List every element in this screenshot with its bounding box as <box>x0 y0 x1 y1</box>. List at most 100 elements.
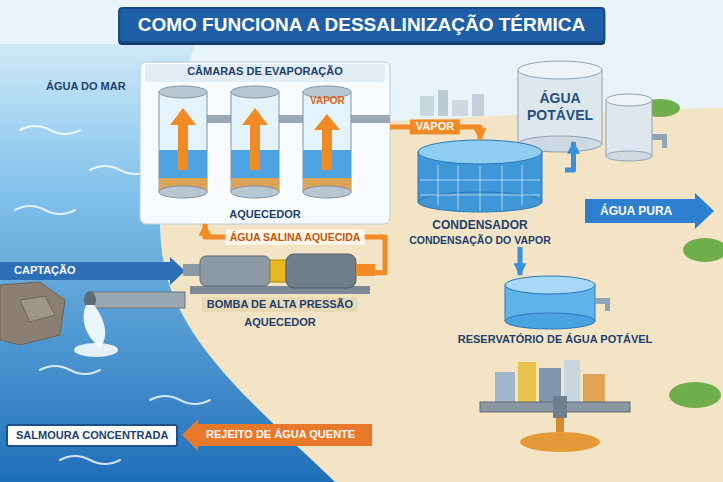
pump <box>200 256 270 286</box>
edge-label: VAPOR <box>410 119 460 134</box>
node-text: AQUECEDOR <box>244 316 316 329</box>
reject-arrow <box>198 424 372 446</box>
edge-label: ÁGUA SALINA AQUECIDA <box>226 230 365 245</box>
evaporation-chamber <box>303 92 351 192</box>
potable-tank <box>662 134 667 148</box>
pump <box>286 254 356 288</box>
potable-tank <box>606 94 652 106</box>
steam-arrow <box>242 108 268 170</box>
evaporation-chamber <box>159 92 207 192</box>
wave <box>15 206 75 214</box>
evaporation-panel <box>140 62 390 224</box>
evaporation-chamber <box>277 115 305 123</box>
intake-pipe <box>0 257 185 285</box>
reservoir <box>505 313 595 329</box>
node-heading: SALMOURA CONCENTRADA <box>16 429 168 442</box>
coast-city <box>438 90 448 116</box>
intake-pipe <box>0 262 170 280</box>
steam-arrow <box>170 108 196 170</box>
city <box>518 362 536 402</box>
pure-water-arrow <box>585 199 695 223</box>
city <box>583 374 605 402</box>
coast-city <box>472 94 484 116</box>
node-heading: RESERVATÓRIO DE ÁGUA POTÁVEL <box>458 333 653 346</box>
outfall-pipe <box>84 305 106 348</box>
node-text: CONDENSAÇÃO DO VAPOR <box>409 234 551 247</box>
bush <box>669 382 721 408</box>
coast-city <box>420 96 434 116</box>
intake-label: CAPTAÇÃO <box>14 264 76 277</box>
sea-label: ÁGUA DO MAR <box>46 80 126 93</box>
city <box>480 360 630 452</box>
water-pipe <box>518 247 523 275</box>
node-heading: ÁGUA POTÁVEL <box>515 90 605 124</box>
reservoir <box>505 276 610 329</box>
rocks <box>0 282 65 345</box>
wave <box>20 126 80 134</box>
rocks <box>20 296 55 322</box>
outfall-pipe <box>74 343 118 357</box>
outfall-pipe <box>90 292 185 308</box>
condenser <box>420 165 540 211</box>
evaporation-chamber <box>231 186 279 198</box>
condenser <box>418 140 542 164</box>
hot-brine-pipe <box>205 224 385 273</box>
evaporation-chamber <box>159 186 207 198</box>
pure-water-label: ÁGUA PURA <box>600 204 672 218</box>
pure-water-arrow <box>585 193 714 229</box>
evaporation-chamber <box>349 115 390 123</box>
city <box>495 372 515 402</box>
reservoir <box>505 276 595 294</box>
pump <box>183 254 375 294</box>
wave <box>40 366 100 374</box>
water-pipe <box>565 142 574 170</box>
wave <box>60 456 120 464</box>
node-heading: CONDENSADOR <box>432 218 527 232</box>
bush <box>683 238 723 262</box>
city <box>553 396 567 418</box>
pump-box: BOMBA DE ALTA PRESSÃO AQUECEDOR <box>185 245 375 329</box>
steam-arrow <box>314 114 340 170</box>
tank-box: ÁGUA POTÁVEL <box>515 72 605 142</box>
evaporation-chamber <box>159 86 390 198</box>
city <box>564 360 580 402</box>
reject-arrow <box>182 419 198 451</box>
potable-tank <box>518 61 602 79</box>
node-heading: CÂMARAS DE EVAPORAÇÃO <box>187 65 343 78</box>
condenser-box: CONDENSADOR CONDENSAÇÃO DO VAPOR <box>395 140 565 247</box>
brine-box: SALMOURA CONCENTRADA <box>6 424 178 447</box>
node-heading: BOMBA DE ALTA PRESSÃO <box>202 297 358 312</box>
steam-arrow <box>170 108 340 170</box>
evaporation-panel <box>145 64 385 82</box>
reject-arrow <box>182 419 372 451</box>
evaporation-chamber <box>231 86 279 98</box>
reservoir <box>605 298 610 311</box>
evaporation-chamber <box>159 86 207 98</box>
chamber-panel: CÂMARAS DE EVAPORAÇÃO AQUECEDOR <box>140 62 390 224</box>
pump <box>270 260 286 282</box>
wave <box>150 396 210 404</box>
potable-tank <box>606 151 652 161</box>
sand <box>161 108 723 482</box>
city <box>520 432 600 452</box>
evaporation-panel <box>140 62 390 224</box>
vapor-label: VAPOR <box>310 95 345 107</box>
intake-pipe <box>170 257 185 285</box>
rocks <box>0 282 65 345</box>
coast-city <box>420 90 484 116</box>
potable-tank <box>606 100 652 156</box>
connector-group <box>205 127 574 275</box>
title-banner: COMO FUNCIONA A DESSALINIZAÇÃO TÉRMICA <box>118 7 606 43</box>
evaporation-chamber <box>205 115 233 123</box>
evaporation-chamber <box>303 186 351 198</box>
outfall-pipe <box>74 291 185 357</box>
pure-water-arrow <box>695 193 714 229</box>
pump <box>356 264 375 276</box>
pump <box>183 264 200 276</box>
reject-label: REJEITO DE ÁGUA QUENTE <box>206 428 355 441</box>
node-text: AQUECEDOR <box>229 208 301 221</box>
coast-city <box>452 100 468 116</box>
reservoir-box: RESERVATÓRIO DE ÁGUA POTÁVEL <box>440 275 670 346</box>
